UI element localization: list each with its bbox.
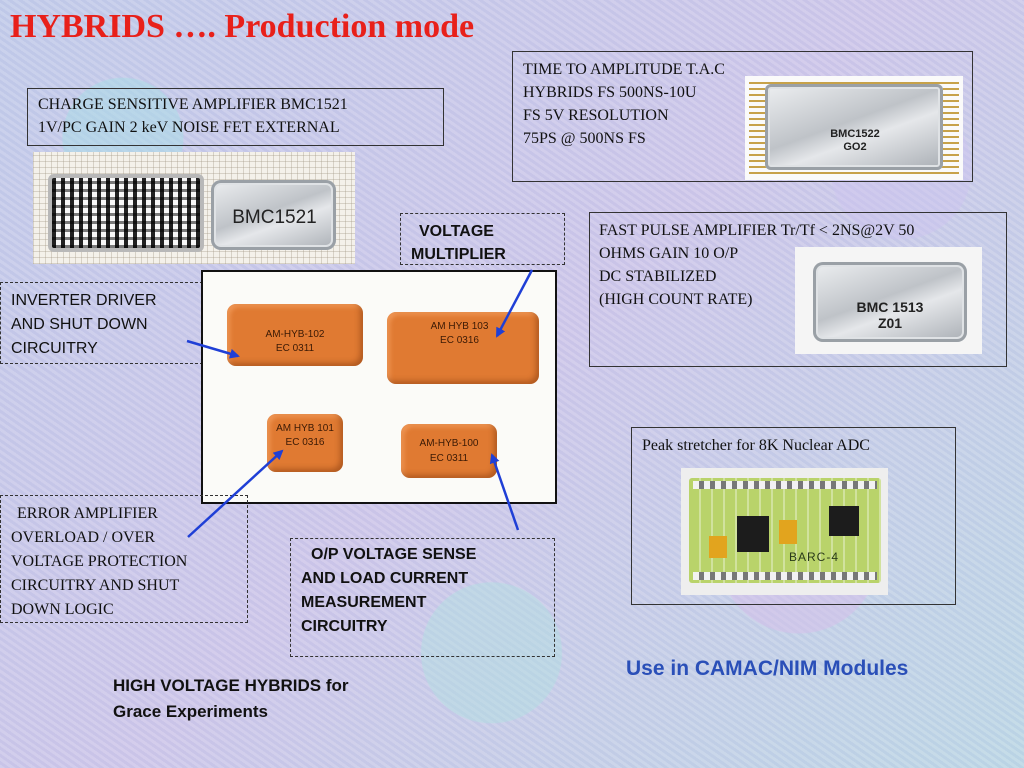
tac-photo: BMC1522 GO2 xyxy=(745,76,963,180)
hybrid-100 xyxy=(401,424,497,478)
bmc1513-label-1: BMC 1513 xyxy=(856,299,924,315)
hybrid-101 xyxy=(267,414,343,472)
fast-pulse-line-1: FAST PULSE AMPLIFIER Tr/Tf < 2NS@2V 50 xyxy=(599,222,915,239)
hybrid-103-label-1: AM HYB 103 xyxy=(430,321,489,332)
bmc1521-label: BMC1521 xyxy=(232,207,317,228)
hv-hybrids-line-2: Grace Experiments xyxy=(113,702,268,721)
arrow-op-sense xyxy=(489,453,520,531)
op-sense-line-1: O/P VOLTAGE SENSE xyxy=(311,546,477,563)
fast-pulse-line-4: (HIGH COUNT RATE) xyxy=(599,291,753,308)
tac-line-2: HYBRIDS FS 500NS-10U xyxy=(523,84,697,101)
hv-hybrids-photo: AM-HYB-102 EC 0311 AM HYB 103 EC 0316 AM… xyxy=(201,270,557,504)
bmc1522-label-2: GO2 xyxy=(843,141,867,153)
capacitor-1 xyxy=(709,536,727,558)
error-amp-line-4: CIRCUITRY AND SHUT xyxy=(11,577,180,594)
camac-nim-caption: Use in CAMAC/NIM Modules xyxy=(626,657,909,680)
hybrid-103-label-2: EC 0316 xyxy=(440,335,479,346)
op-sense-line-3: MEASUREMENT xyxy=(301,594,427,611)
fast-pulse-text: FAST PULSE AMPLIFIER Tr/Tf < 2NS@2V 50 O… xyxy=(599,219,914,311)
peak-stretcher-caption: Peak stretcher for 8K Nuclear ADC xyxy=(642,437,870,454)
hybrid-101-label-2: EC 0316 xyxy=(285,437,325,448)
tac-text: TIME TO AMPLITUDE T.A.C HYBRIDS FS 500NS… xyxy=(523,58,725,150)
op-sense-box: O/P VOLTAGE SENSE AND LOAD CURRENT MEASU… xyxy=(290,538,555,657)
error-amp-line-3: VOLTAGE PROTECTION xyxy=(11,553,188,570)
inverter-line-3: CIRCUITRY xyxy=(11,340,98,357)
fast-pulse-line-2: OHMS GAIN 10 O/P xyxy=(599,245,739,262)
error-amp-line-5: DOWN LOGIC xyxy=(11,601,114,618)
bmc1513-chip xyxy=(813,262,967,342)
fast-pulse-photo: BMC 1513 Z01 xyxy=(795,247,982,354)
hybrid-100-label-2: EC 0311 xyxy=(429,453,469,464)
hybrid-100-label-1: AM-HYB-100 xyxy=(419,438,479,449)
ic-chip-2 xyxy=(829,506,859,536)
inverter-line-2: AND SHUT DOWN xyxy=(11,316,148,333)
hv-hybrids-line-1: HIGH VOLTAGE HYBRIDS for xyxy=(113,676,349,695)
hybrid-102-label-1: AM-HYB-102 xyxy=(265,329,325,340)
bmc1513-label-2: Z01 xyxy=(877,315,903,331)
arrow-inverter xyxy=(186,339,240,359)
arrow-error-amp xyxy=(187,449,284,538)
adc-board: BARC-4 xyxy=(689,478,881,583)
voltage-multiplier-line-2: MULTIPLIER xyxy=(411,246,506,263)
board-pins-top xyxy=(693,481,877,489)
peak-stretcher-photo: BARC-4 xyxy=(681,468,888,595)
hybrid-102 xyxy=(227,304,363,366)
op-sense-line-4: CIRCUITRY xyxy=(301,618,388,635)
charge-amp-line-2: 1V/PC GAIN 2 keV NOISE FET EXTERNAL xyxy=(38,119,340,136)
tac-box xyxy=(512,51,973,182)
capacitor-2 xyxy=(779,520,797,544)
hybrid-101-label-1: AM HYB 101 xyxy=(276,423,334,434)
hybrid-102-label-2: EC 0311 xyxy=(275,343,315,354)
board-label: BARC-4 xyxy=(789,550,840,564)
inverter-line-1: INVERTER DRIVER xyxy=(11,292,157,309)
board-pins-bottom xyxy=(693,572,877,580)
page-title: HYBRIDS …. Production mode xyxy=(10,8,475,45)
arrow-voltage-multiplier xyxy=(495,269,534,338)
charge-amp-textbox: CHARGE SENSITIVE AMPLIFIER BMC1521 1V/PC… xyxy=(27,88,444,146)
voltage-multiplier-box: VOLTAGE MULTIPLIER xyxy=(400,213,565,265)
tac-line-4: 75PS @ 500NS FS xyxy=(523,130,646,147)
error-amp-box: ERROR AMPLIFIER OVERLOAD / OVER VOLTAGE … xyxy=(0,495,248,623)
hybrid-103 xyxy=(387,312,539,384)
bmc1521-chip xyxy=(211,180,336,250)
bmc1522-chip xyxy=(765,84,943,170)
bmc1522-label-1: BMC1522 xyxy=(830,128,880,140)
error-amp-line-2: OVERLOAD / OVER xyxy=(11,529,155,546)
fast-pulse-box xyxy=(589,212,1007,367)
inverter-box: INVERTER DRIVER AND SHUT DOWN CIRCUITRY xyxy=(0,282,203,364)
op-sense-line-2: AND LOAD CURRENT xyxy=(301,570,469,587)
error-amp-line-1: ERROR AMPLIFIER xyxy=(17,505,158,522)
charge-amp-line-1: CHARGE SENSITIVE AMPLIFIER BMC1521 xyxy=(38,96,348,113)
peak-stretcher-box xyxy=(631,427,956,605)
ic-chip-1 xyxy=(737,516,769,552)
tac-line-3: FS 5V RESOLUTION xyxy=(523,107,669,124)
voltage-multiplier-line-1: VOLTAGE xyxy=(419,223,494,240)
fast-pulse-line-3: DC STABILIZED xyxy=(599,268,717,285)
tac-line-1: TIME TO AMPLITUDE T.A.C xyxy=(523,61,725,78)
charge-amp-photo: BMC1521 xyxy=(33,152,355,264)
hv-hybrids-caption: HIGH VOLTAGE HYBRIDS for Grace Experimen… xyxy=(113,673,349,725)
open-hybrid-circuit xyxy=(48,174,204,252)
